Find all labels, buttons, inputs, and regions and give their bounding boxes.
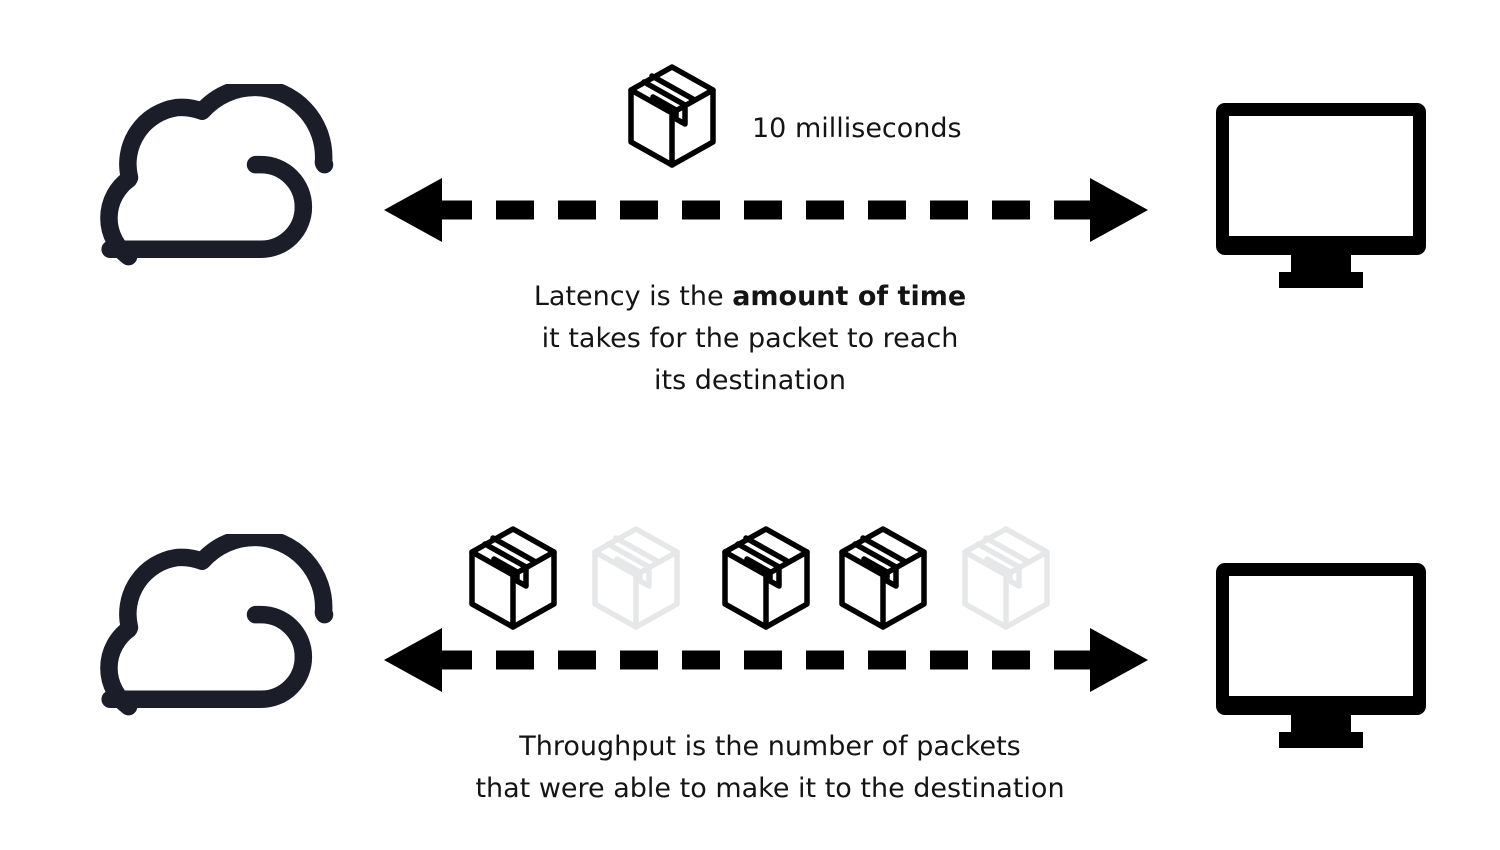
caption-line: that were able to make it to the destina… <box>475 773 1065 804</box>
package-box-icon <box>465 524 561 632</box>
double-headed-dashed-arrow-icon <box>384 628 1148 692</box>
double-headed-dashed-arrow-icon <box>384 178 1148 242</box>
packet-latency-label: 10 milliseconds <box>752 113 962 144</box>
cloud-icon <box>72 84 352 284</box>
package-box-icon <box>588 524 684 632</box>
monitor-icon <box>1213 100 1429 290</box>
package-box-icon <box>958 524 1054 632</box>
caption-emphasis: amount of time <box>732 281 967 312</box>
caption-line: its destination <box>653 365 847 396</box>
latency-caption: Latency is the amount of time it takes f… <box>450 276 1050 402</box>
caption-line: Latency is the amount of time <box>533 281 967 312</box>
package-box-icon <box>835 524 931 632</box>
monitor-icon <box>1213 560 1429 750</box>
caption-line: Throughput is the number of packets <box>519 731 1021 762</box>
throughput-caption: Throughput is the number of packets that… <box>420 726 1120 810</box>
package-box-icon <box>624 62 720 170</box>
package-box-icon <box>718 524 814 632</box>
caption-line: it takes for the packet to reach <box>541 323 959 354</box>
cloud-icon <box>72 534 352 734</box>
